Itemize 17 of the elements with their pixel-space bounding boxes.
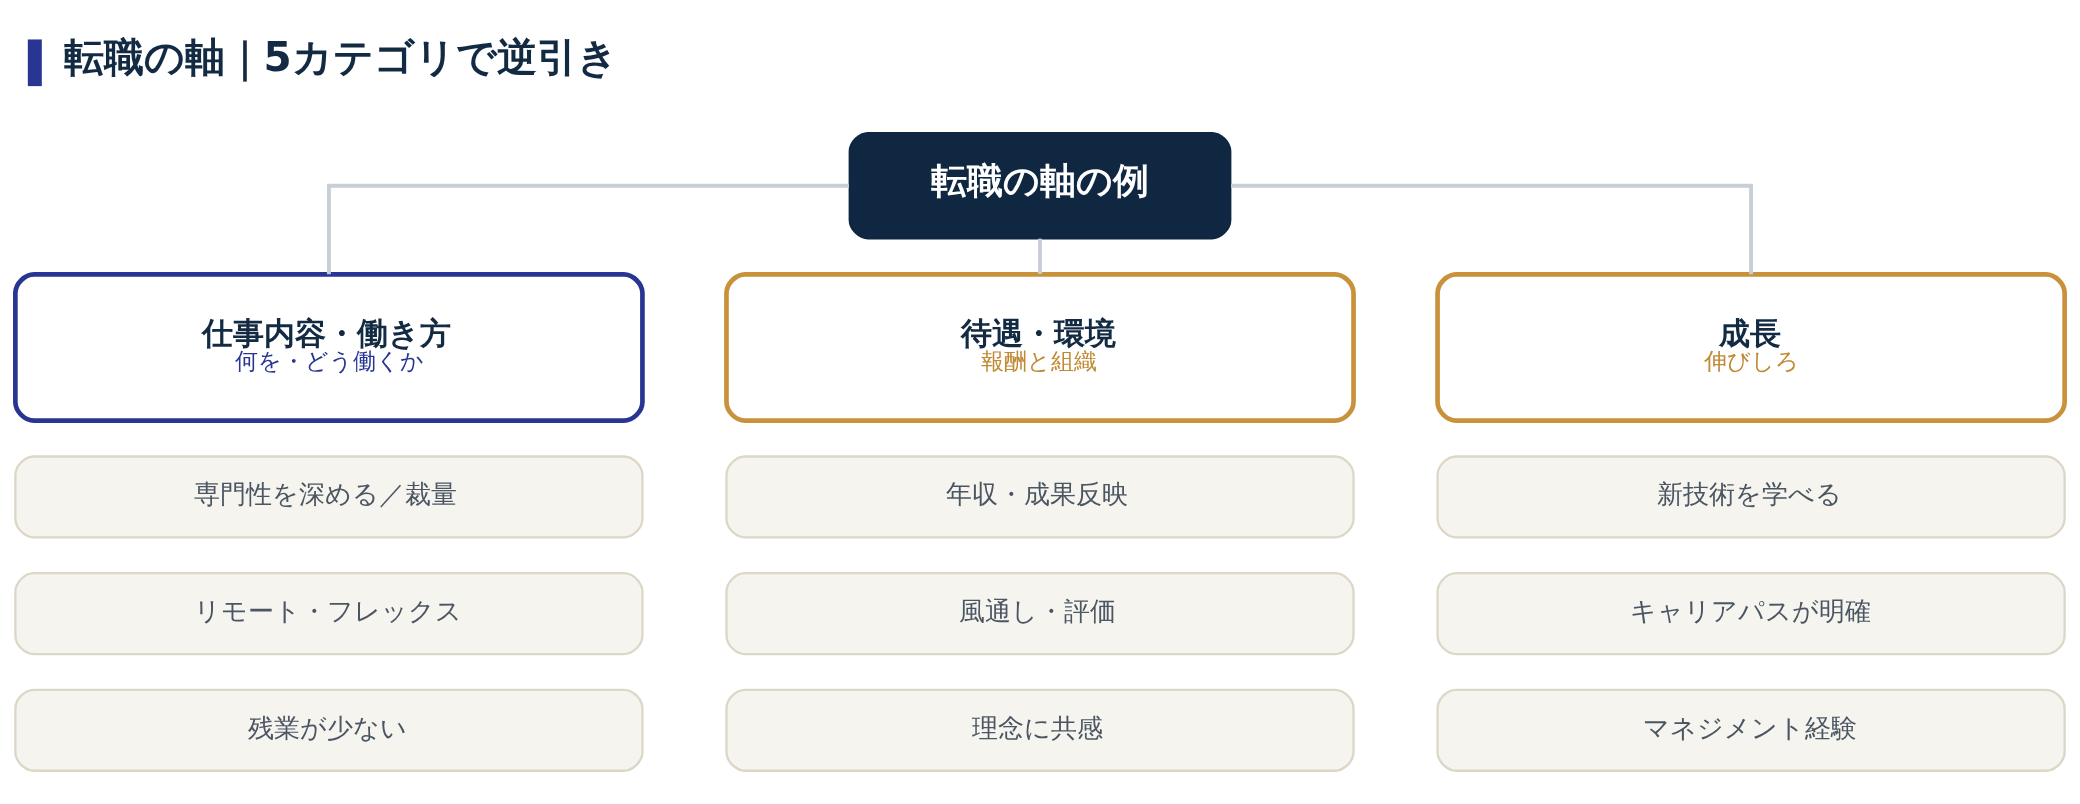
node-box: キャリアパスが明確 — [1436, 572, 2066, 656]
node-box: 専門性を深める／裁量 — [14, 455, 644, 539]
node-box: マネジメント経験 — [1436, 688, 2066, 772]
node-box: 仕事内容・働き方 何を・どう働くか — [13, 272, 645, 423]
node-box: 風通し・評価 — [725, 572, 1355, 656]
node-box: 転職の軸の例 — [848, 132, 1232, 240]
node-box: 理念に共感 — [725, 688, 1355, 772]
diagram-title: 転職の軸｜5カテゴリで逆引き — [63, 33, 618, 82]
node-box: 残業が少ない — [14, 688, 644, 772]
node-box: 待遇・環境 報酬と組織 — [724, 272, 1356, 423]
connector — [1231, 183, 1754, 275]
node-box: リモート・フレックス — [14, 572, 644, 656]
node-box: 新技術を学べる — [1436, 455, 2066, 539]
node-box: 成長 伸びしろ — [1435, 272, 2067, 423]
connector — [1038, 238, 1042, 274]
connector — [326, 183, 849, 275]
node-box: 年収・成果反映 — [725, 455, 1355, 539]
